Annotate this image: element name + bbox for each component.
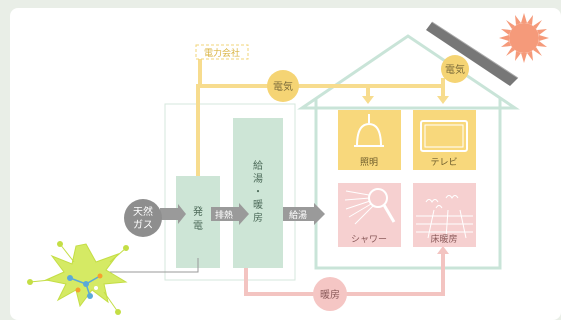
arrow-to-floor-heating: [437, 246, 449, 254]
hw-heating-label-4: 暖: [253, 198, 263, 211]
floor-heating-icon: [416, 195, 473, 239]
fuel-cell-burst-icon: [27, 241, 129, 315]
exhaust-heat-label: 排熱: [215, 209, 233, 221]
arrow-to-lighting: [362, 96, 374, 104]
natural-gas-label-line2: ガス: [133, 219, 153, 231]
unit-enclosure: [164, 103, 296, 281]
heating-circle: [313, 277, 347, 311]
natural-gas-label-line1: 天然: [133, 205, 153, 218]
hw-heating-label-2: 湯: [253, 172, 263, 185]
shower-label: シャワー: [351, 235, 387, 245]
hw-heating-label-1: 給: [253, 159, 263, 172]
lamp-icon: [354, 114, 384, 147]
electricity-label-right: 電気: [445, 63, 465, 76]
power-generation-label-2: 電: [193, 220, 203, 232]
house-roof: [297, 34, 520, 110]
electricity-circle-right: [441, 55, 469, 83]
hot-water-arrow: [283, 203, 325, 225]
house-walls: [314, 98, 502, 270]
fuel-cell-connector: [108, 258, 199, 273]
gas-arrow: [160, 204, 186, 224]
power-generation-unit: [176, 176, 220, 268]
power-generation-label-1: 発: [193, 205, 203, 218]
exhaust-heat-arrow: [211, 203, 249, 225]
hw-heating-label-3: ・: [253, 187, 263, 198]
shower-icon: [344, 188, 396, 225]
arrow-to-tv: [437, 96, 449, 104]
hot-water-heating-unit: [233, 118, 283, 268]
sun-icon: [499, 13, 549, 63]
tv-icon: [420, 120, 468, 152]
power-company-label: 電力会社: [204, 47, 240, 59]
tv-label: テレビ: [430, 157, 457, 168]
power-company-box: [195, 44, 249, 60]
solar-panel-icon: [426, 21, 519, 86]
natural-gas-circle: [124, 199, 162, 237]
electricity-circle-main: [267, 70, 299, 102]
heating-label: 暖房: [320, 288, 340, 301]
floor-heating-label: 床暖房: [430, 233, 457, 245]
electricity-label-main: 電気: [273, 80, 293, 93]
hw-heating-label-5: 房: [253, 211, 263, 224]
lighting-label: 照明: [360, 157, 378, 168]
hot-water-supply-label: 給湯: [289, 209, 307, 221]
